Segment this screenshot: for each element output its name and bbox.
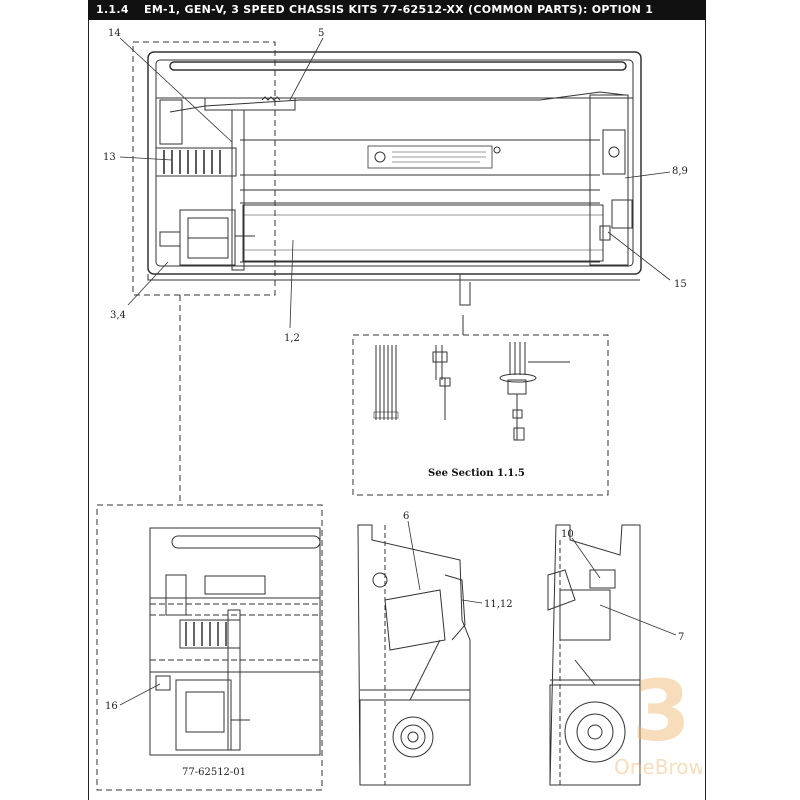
watermark-logo: 3 OneBrown [612, 660, 718, 780]
variant-part-number: 77-62512-01 [182, 767, 246, 778]
callout-11-12: 11,12 [484, 599, 513, 610]
watermark-text: OneBrown [614, 755, 702, 779]
variant-detail-box [96, 504, 323, 791]
main-chassis-view [147, 51, 642, 306]
callout-8-9: 8,9 [672, 166, 688, 177]
callout-10: 10 [561, 529, 574, 540]
section-title: EM-1, GEN-V, 3 SPEED CHASSIS KITS 77-625… [144, 3, 654, 16]
side-view-left [357, 524, 471, 786]
section-number: 1.1.4 [96, 3, 129, 16]
leader-lines [119, 37, 677, 706]
callout-13: 13 [103, 152, 116, 163]
variant-detail-drawing [149, 527, 321, 756]
page-frame [88, 0, 706, 800]
callout-16: 16 [105, 701, 118, 712]
detail-area-outline [132, 41, 276, 296]
callout-5: 5 [318, 28, 324, 39]
wire-harness-box [352, 334, 609, 496]
wire-harness-drawing [373, 342, 570, 441]
callout-3-4: 3,4 [110, 310, 126, 321]
callout-1-2: 1,2 [284, 333, 300, 344]
watermark-glyph: 3 [632, 662, 690, 760]
callout-15: 15 [674, 279, 687, 290]
side-view-right [547, 524, 641, 786]
callout-14: 14 [108, 28, 121, 39]
see-section-note: See Section 1.1.5 [428, 468, 525, 479]
callout-6: 6 [403, 511, 409, 522]
callout-7: 7 [678, 632, 684, 643]
section-header: 1.1.4 EM-1, GEN-V, 3 SPEED CHASSIS KITS … [88, 0, 706, 20]
